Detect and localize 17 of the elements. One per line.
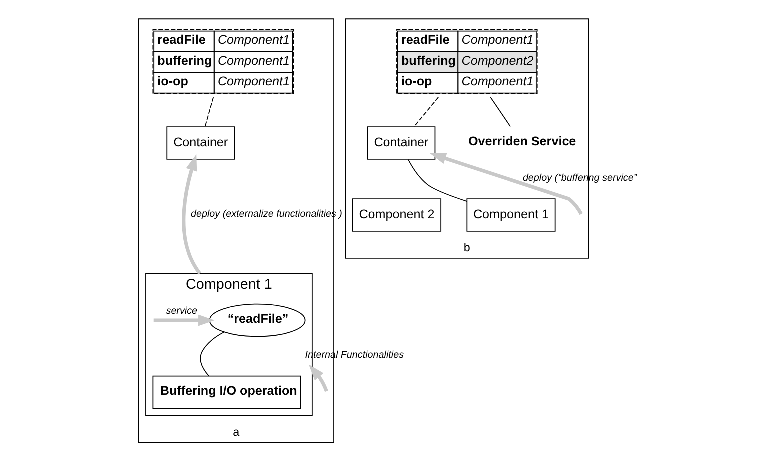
connector — [408, 159, 468, 202]
connector — [414, 97, 439, 128]
node-text: Overriden Service — [468, 134, 576, 149]
arrow — [182, 154, 202, 275]
node-box: Component 1 — [466, 198, 556, 232]
edge-label: service — [166, 306, 198, 318]
node-box: Buffering I/O operation — [152, 376, 302, 410]
connector — [204, 97, 214, 128]
arrow — [430, 153, 583, 216]
arrow — [154, 314, 215, 326]
arrow — [308, 364, 328, 392]
connector — [200, 332, 225, 377]
connector — [490, 97, 511, 128]
node-ellipse: “readFile” — [209, 304, 306, 338]
node-box: Container — [367, 126, 436, 160]
node-box: Component 2 — [352, 198, 442, 232]
node-box: Container — [166, 126, 236, 160]
